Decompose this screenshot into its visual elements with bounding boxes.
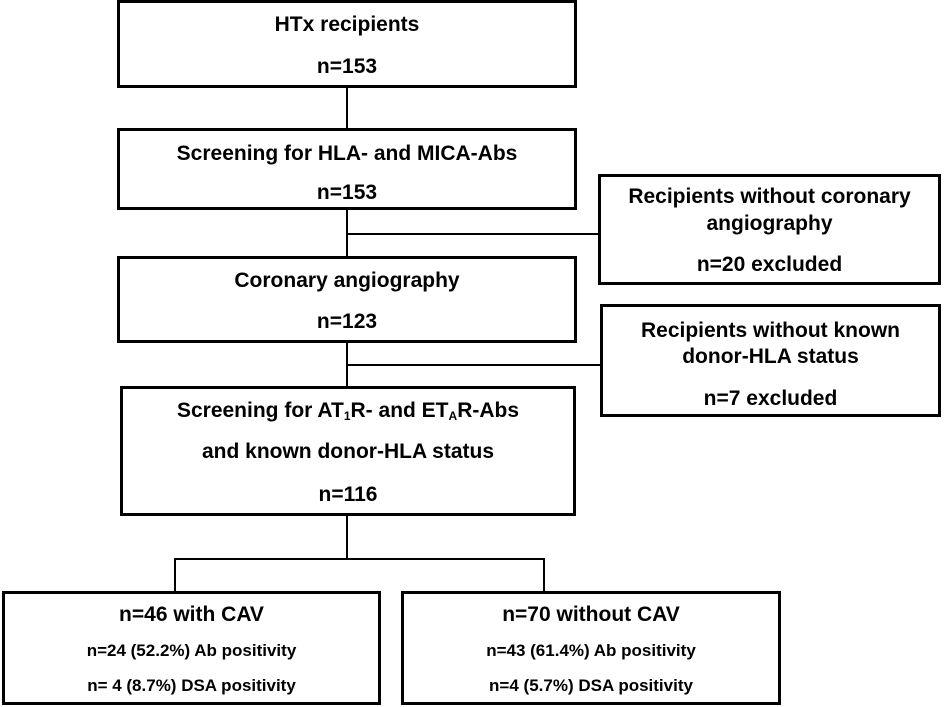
screening-hla-mica-title: Screening for HLA- and MICA-Abs <box>176 142 518 165</box>
exclusion-no-donor-hla-count: n=7 excluded <box>703 387 838 410</box>
screening-at1r-etar-box: Screening for AT1R- and ETAR-Abs and kno… <box>120 386 576 516</box>
without-cav-box: n=70 without CAV n=43 (61.4%) Ab positiv… <box>401 591 781 705</box>
screening-at1r-etar-count: n=116 <box>318 483 378 506</box>
htx-recipients-count: n=153 <box>316 55 378 78</box>
exclusion-no-donor-hla-box: Recipients without known donor-HLA statu… <box>600 304 941 417</box>
exclusion-no-angiography-line2: angiography <box>706 212 833 235</box>
connector-exclusion1-branch <box>346 233 600 235</box>
connector-to-cav <box>174 558 176 593</box>
connector-htx-screening1 <box>346 86 348 130</box>
without-cav-title: n=70 without CAV <box>502 603 680 626</box>
with-cav-dsa-positivity: n= 4 (8.7%) DSA positivity <box>87 676 296 695</box>
without-cav-ab-positivity: n=43 (61.4%) Ab positivity <box>486 641 696 660</box>
connector-screening2-split <box>346 514 348 559</box>
without-cav-dsa-positivity: n=4 (5.7%) DSA positivity <box>489 676 693 695</box>
with-cav-box: n=46 with CAV n=24 (52.2%) Ab positivity… <box>2 591 381 705</box>
exclusion-no-angiography-box: Recipients without coronary angiography … <box>598 174 941 285</box>
screening-hla-mica-box: Screening for HLA- and MICA-Abs n=153 <box>117 128 577 210</box>
screening-at1r-etar-title: Screening for AT1R- and ETAR-Abs <box>176 399 520 423</box>
with-cav-ab-positivity: n=24 (52.2%) Ab positivity <box>86 641 297 660</box>
with-cav-title: n=46 with CAV <box>119 603 264 626</box>
htx-recipients-title: HTx recipients <box>274 13 420 36</box>
exclusion-no-donor-hla-line1: Recipients without known <box>640 319 900 342</box>
connector-to-nocav <box>543 558 545 593</box>
exclusion-no-angiography-line1: Recipients without coronary <box>628 185 911 208</box>
connector-split-horizontal <box>174 558 545 560</box>
screening-hla-mica-count: n=153 <box>316 181 378 204</box>
exclusion-no-angiography-count: n=20 excluded <box>696 253 843 276</box>
connector-exclusion2-branch <box>346 364 602 366</box>
coronary-angiography-count: n=123 <box>316 310 378 333</box>
exclusion-no-donor-hla-line2: donor-HLA status <box>682 345 859 368</box>
coronary-angiography-title: Coronary angiography <box>234 269 460 292</box>
htx-recipients-box: HTx recipients n=153 <box>117 0 577 88</box>
coronary-angiography-box: Coronary angiography n=123 <box>117 256 577 343</box>
screening-at1r-etar-line2: and known donor-HLA status <box>201 440 495 463</box>
